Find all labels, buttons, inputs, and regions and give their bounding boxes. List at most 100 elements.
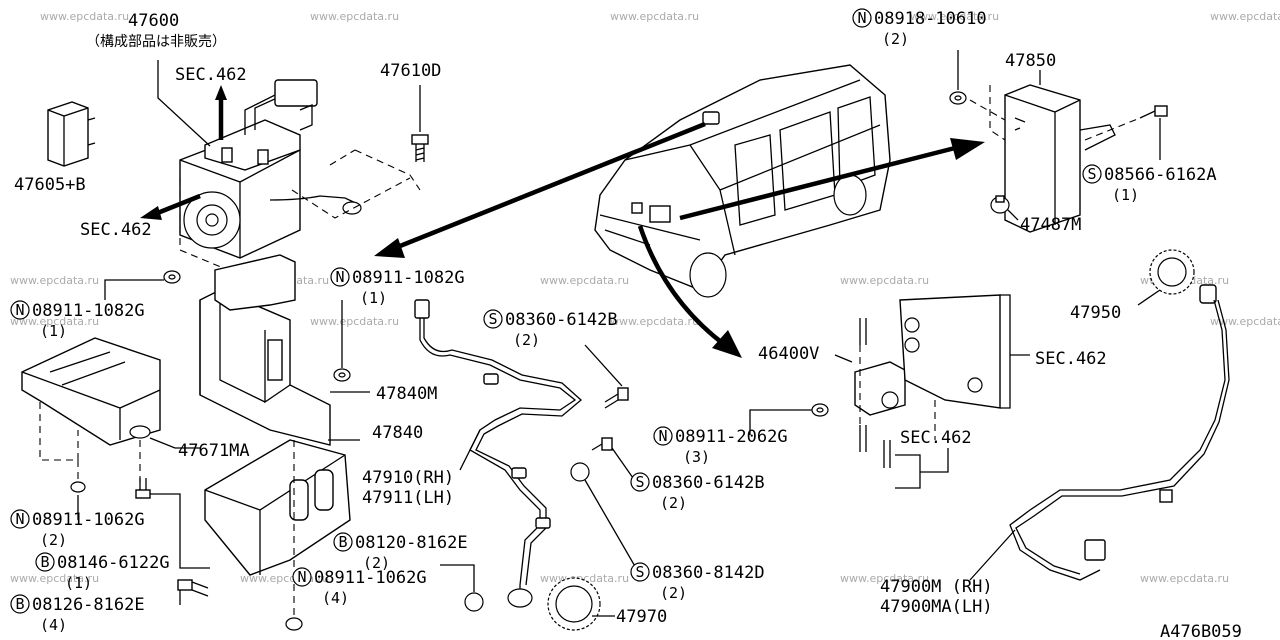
callout-quantity: (2) — [660, 494, 687, 512]
label-47911-lh: 47911(LH) — [362, 488, 454, 508]
callout-quantity: (4) — [40, 616, 67, 634]
leader-47950 — [1137, 289, 1161, 306]
callout-prefix: N — [857, 9, 866, 27]
leader-08360-6142b-upper — [584, 344, 623, 387]
callout-part-number: 08911-2062G — [675, 427, 788, 447]
diagram-code: A476B059 — [1160, 622, 1242, 640]
label-47671ma: 47671MA — [178, 441, 250, 461]
callout-quantity: (1) — [360, 289, 387, 307]
label-sec-462-left: SEC.462 — [80, 220, 152, 240]
nut-08911-1082g-left — [163, 270, 181, 284]
callout-quantity: (2) — [363, 554, 390, 572]
leader-46400v — [834, 354, 853, 363]
callout-prefix: S — [488, 310, 497, 328]
callout-quantity: (4) — [322, 589, 349, 607]
vehicle — [594, 64, 891, 298]
callout-08360-6142b: S 08360-6142B(2) — [483, 309, 618, 349]
callout-prefix: N — [15, 510, 24, 528]
label-47900m-rh: 47900M (RH) — [880, 577, 993, 597]
bracket-sec-462-lower — [895, 448, 949, 489]
callout-prefix: S — [635, 473, 644, 491]
watermark: www.epcdata.ru — [1210, 315, 1280, 328]
callout-quantity: (2) — [882, 30, 909, 48]
leader-08146-6122g — [150, 493, 210, 569]
leader-08360-8142d — [584, 479, 641, 576]
leader-08120-8162e — [440, 564, 475, 592]
watermark: www.epcdata.ru — [840, 572, 929, 585]
guide-lines-valve — [859, 345, 936, 440]
label-47970: 47970 — [616, 607, 667, 627]
label-47605b: 47605+B — [14, 175, 86, 195]
bolt-08360-8142d — [570, 462, 590, 482]
guide-lines-47850 — [969, 85, 1006, 141]
leader-08911-2062g — [749, 409, 812, 435]
watermark: www.epcdata.ru — [910, 10, 999, 23]
callout-part-number: 08911-1062G — [314, 568, 427, 588]
watermark: www.epcdata.ru — [540, 274, 629, 287]
callout-prefix-circle — [333, 532, 353, 552]
control-unit-47850 — [1004, 84, 1116, 233]
callout-prefix: S — [635, 563, 644, 581]
watermark: www.epcdata.ru — [1140, 572, 1229, 585]
callout-prefix-circle — [10, 300, 30, 320]
callout-prefix-circle — [653, 426, 673, 446]
watermark: www.epcdata.ru — [610, 10, 699, 23]
watermark: www.epcdata.ru — [1210, 10, 1280, 23]
callout-part-number: 08911-1082G — [352, 268, 465, 288]
callout-quantity: (2) — [40, 531, 67, 549]
callout-prefix-circle — [630, 562, 650, 582]
callout-prefix: N — [658, 427, 667, 445]
callout-part-number: 08911-1062G — [32, 510, 145, 530]
leader-08911-1082g-left — [104, 279, 164, 300]
callout-prefix-circle — [852, 8, 872, 28]
watermark: www.epcdata.ru — [310, 10, 399, 23]
watermark: www.epcdata.ru — [40, 10, 129, 23]
bolt-08120-8162e — [464, 592, 484, 612]
valve-46400v — [854, 294, 1001, 468]
callout-quantity: (2) — [660, 584, 687, 602]
callout-prefix-circle — [630, 472, 650, 492]
callout-prefix: B — [15, 595, 24, 613]
nut-08911-2062g — [811, 403, 829, 417]
label-47840m: 47840M — [376, 384, 437, 404]
leader-47600 — [157, 60, 211, 147]
bolt-47610d — [411, 134, 429, 162]
label-47900ma-lh: 47900MA(LH) — [880, 597, 993, 617]
callout-prefix-circle — [292, 567, 312, 587]
callout-08911-1062g: N 08911-1062G(2) — [10, 509, 145, 549]
callout-prefix: N — [297, 568, 306, 586]
callout-quantity: (2) — [513, 331, 540, 349]
callout-part-number: 08360-6142B — [505, 310, 618, 330]
watermark: www.epcdata.ru — [310, 315, 399, 328]
callout-prefix: B — [338, 533, 347, 551]
callout-part-number: 08918-10610 — [874, 9, 987, 29]
rear-sensor-harness-47900m — [1009, 284, 1230, 581]
guide-lines — [179, 149, 421, 276]
bracket-47840m — [199, 254, 331, 446]
label-47910-rh: 47910(RH) — [362, 468, 454, 488]
callout-prefix: B — [40, 553, 49, 571]
nut-08918-10610 — [949, 91, 967, 105]
callout-08911-1062g: N 08911-1062G(4) — [292, 567, 427, 607]
bolt-08146-6122g — [135, 478, 151, 499]
bolt-08566-6162a — [1139, 105, 1168, 119]
label-sec-462-lower: SEC.462 — [900, 428, 972, 448]
sensor-rotor-47950 — [1149, 249, 1195, 295]
guide-line-bolt — [1084, 117, 1141, 141]
leader-47900m — [969, 529, 1016, 581]
bracket-sec-462 — [1000, 294, 1030, 409]
label-47610d: 47610D — [380, 61, 441, 81]
callout-prefix-circle — [483, 309, 503, 329]
label-47600: 47600 — [128, 11, 179, 31]
leader-47671ma — [149, 437, 200, 449]
callout-part-number: 08360-6142B — [652, 473, 765, 493]
callout-prefix: S — [1087, 165, 1096, 183]
